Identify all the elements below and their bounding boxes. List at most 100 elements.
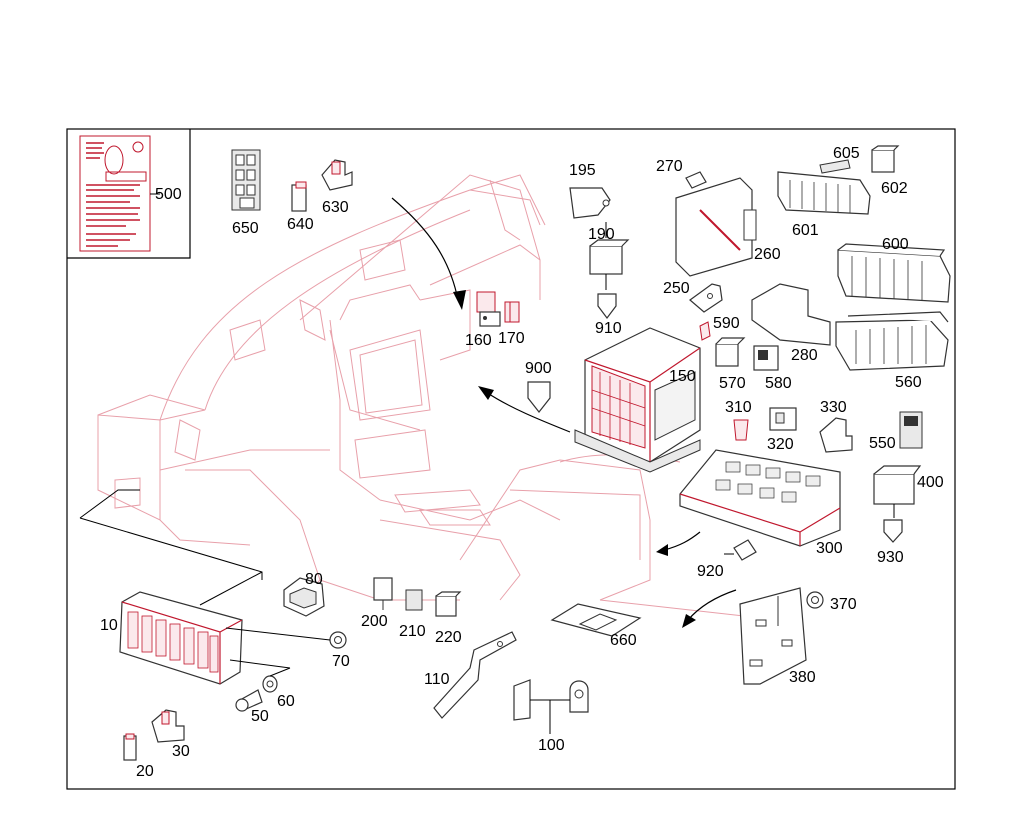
label-110: 110 xyxy=(424,671,450,688)
part-550[interactable] xyxy=(899,411,923,449)
inset-box xyxy=(67,129,191,259)
fuse-carrier-601[interactable] xyxy=(777,171,871,215)
label-400: 400 xyxy=(917,474,944,491)
label-601: 601 xyxy=(792,222,819,239)
relay-200[interactable] xyxy=(373,577,393,610)
relay-220[interactable] xyxy=(435,591,462,617)
diagram-frame xyxy=(66,128,956,790)
label-195: 195 xyxy=(569,162,596,179)
relay-box-10[interactable] xyxy=(119,591,243,685)
arrow-upper xyxy=(391,197,466,310)
label-250: 250 xyxy=(663,280,690,297)
bracket-195[interactable] xyxy=(569,187,611,219)
label-270: 270 xyxy=(656,158,683,175)
connector-900[interactable] xyxy=(527,381,551,413)
fuse-640[interactable] xyxy=(291,181,307,212)
label-310: 310 xyxy=(725,399,752,416)
dashboard-outline xyxy=(97,174,781,621)
label-910: 910 xyxy=(595,320,622,337)
relay-320[interactable] xyxy=(769,407,797,431)
label-190: 190 xyxy=(588,226,615,243)
plate-380[interactable] xyxy=(739,587,807,685)
label-70: 70 xyxy=(332,653,350,670)
label-630: 630 xyxy=(322,199,349,216)
label-605: 605 xyxy=(833,145,860,162)
fuse-170[interactable] xyxy=(504,301,520,323)
part-labels: 500 650 640 630 160 170 195 190 910 900 … xyxy=(100,145,944,780)
label-320: 320 xyxy=(767,436,794,453)
arrow-150 xyxy=(478,386,571,433)
label-900: 900 xyxy=(525,360,552,377)
relay-580[interactable] xyxy=(753,345,779,371)
label-220: 220 xyxy=(435,629,462,646)
label-570: 570 xyxy=(719,375,746,392)
label-260: 260 xyxy=(754,246,781,263)
clip-30[interactable] xyxy=(151,709,185,743)
label-200: 200 xyxy=(361,613,388,630)
clip-100[interactable] xyxy=(513,679,589,734)
label-640: 640 xyxy=(287,216,314,233)
clip-330[interactable] xyxy=(819,417,853,453)
label-600: 600 xyxy=(882,236,909,253)
label-660: 660 xyxy=(610,632,637,649)
label-650: 650 xyxy=(232,220,259,237)
relay-160[interactable] xyxy=(476,291,501,327)
connector-920[interactable] xyxy=(733,539,757,561)
label-20: 20 xyxy=(136,763,154,780)
plate-280[interactable] xyxy=(751,283,831,346)
label-160: 160 xyxy=(465,332,492,349)
relay-210[interactable] xyxy=(405,589,423,611)
nut-370[interactable] xyxy=(806,591,824,609)
label-60: 60 xyxy=(277,693,295,710)
label-300: 300 xyxy=(816,540,843,557)
washer-60[interactable] xyxy=(262,675,278,693)
bracket-660[interactable] xyxy=(550,603,642,637)
leader-lines xyxy=(79,193,734,677)
part-605[interactable] xyxy=(819,159,851,174)
label-370: 370 xyxy=(830,596,857,613)
fuse-310[interactable] xyxy=(733,419,749,441)
label-150: 150 xyxy=(669,368,696,385)
label-920: 920 xyxy=(697,563,724,580)
plate-260[interactable] xyxy=(675,177,757,277)
label-330: 330 xyxy=(820,399,847,416)
label-280: 280 xyxy=(791,347,818,364)
relay-570[interactable] xyxy=(715,337,746,367)
fuse-carrier-560[interactable] xyxy=(835,311,949,371)
nut-70[interactable] xyxy=(329,631,347,649)
connector-910[interactable] xyxy=(597,293,617,319)
connector-930[interactable] xyxy=(883,519,903,543)
bracket-250[interactable] xyxy=(689,283,723,313)
fuse-590[interactable] xyxy=(699,321,711,341)
fusebox-150[interactable] xyxy=(574,327,701,473)
relay-190[interactable] xyxy=(589,239,630,290)
label-10: 10 xyxy=(100,617,118,634)
bracket-270[interactable] xyxy=(685,171,707,189)
bracket-110[interactable] xyxy=(433,631,517,719)
label-580: 580 xyxy=(765,375,792,392)
control-unit-300[interactable] xyxy=(679,449,841,547)
label-100: 100 xyxy=(538,737,565,754)
label-560: 560 xyxy=(895,374,922,391)
relay-602[interactable] xyxy=(871,145,900,173)
label-380: 380 xyxy=(789,669,816,686)
label-210: 210 xyxy=(399,623,426,640)
connector-650[interactable] xyxy=(231,149,261,211)
label-590: 590 xyxy=(713,315,740,332)
arrow-380 xyxy=(682,589,737,628)
fuse-carrier-600[interactable] xyxy=(837,243,951,303)
relay-housing-80[interactable] xyxy=(283,577,325,617)
label-50: 50 xyxy=(251,708,269,725)
screw-50[interactable] xyxy=(235,689,263,712)
label-170: 170 xyxy=(498,330,525,347)
label-500: 500 xyxy=(155,186,182,203)
relay-400[interactable] xyxy=(873,465,922,518)
clip-630[interactable] xyxy=(321,159,353,191)
label-80: 80 xyxy=(305,571,323,588)
label-30: 30 xyxy=(172,743,190,760)
label-930: 930 xyxy=(877,549,904,566)
arrow-300 xyxy=(656,531,701,556)
fuse-20[interactable] xyxy=(123,733,137,761)
label-602: 602 xyxy=(881,180,908,197)
